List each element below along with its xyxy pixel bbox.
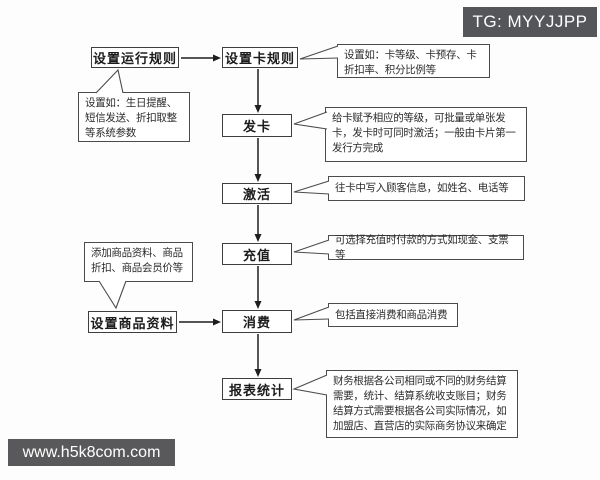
flow-node-issue-card: 发卡 [222, 114, 292, 137]
flow-node-set-run-rules: 设置运行规则 [91, 47, 179, 68]
telegram-watermark-badge: TG: MYYJJPP [463, 7, 597, 37]
flow-node-report-stats: 报表统计 [222, 378, 292, 400]
callout-pointer-product-data [98, 280, 127, 310]
callout-note-issue-card: 给卡赋予相应的等级，可批量或单张发卡，发卡时可同时激活；一般由卡片第一发行方完成 [325, 107, 527, 162]
callout-pointer-consume [293, 306, 330, 321]
callout-note-recharge: 可选择充值时付款的方式如现金、支票等 [328, 234, 524, 261]
callout-note-product-data: 添加商品资料、商品折扣、商品会员价等 [84, 242, 193, 282]
callout-pointer-activate [293, 180, 330, 195]
flow-node-set-card-rules: 设置卡规则 [222, 47, 298, 68]
callout-pointer-run-rules [95, 68, 124, 94]
callout-note-card-rules: 设置如：卡等级、卡预存、卡折扣率、积分比例等 [337, 44, 490, 78]
callout-note-consume: 包括直接消费和商品消费 [328, 303, 458, 327]
website-watermark-badge: www.h5k8com.com [8, 439, 175, 466]
callout-note-recharge-text: 可选择充值时付款的方式如现金、支票等 [335, 234, 509, 261]
flow-node-set-product-data: 设置商品资料 [88, 311, 177, 333]
callout-note-activate-text: 往卡中写入顾客信息，如姓名、电话等 [335, 183, 509, 194]
callout-pointer-report-stats [292, 374, 328, 396]
callout-pointer-issue-card [293, 111, 328, 130]
callout-pointer-recharge [293, 239, 330, 255]
callout-note-activate: 往卡中写入顾客信息，如姓名、电话等 [328, 176, 525, 201]
callout-pointer-card-rules [299, 45, 339, 60]
callout-note-run-rules: 设置如：生日提醒、短信发送、折扣取整等系统参数 [78, 92, 190, 142]
flow-node-recharge: 充值 [222, 243, 292, 265]
callout-note-report-stats: 财务根据各公司相同或不同的财务结算需要，统计、结算系统收支账目；财务结算方式需要… [326, 370, 518, 438]
callout-note-consume-text: 包括直接消费和商品消费 [335, 309, 448, 321]
flow-node-activate: 激活 [222, 183, 292, 204]
flow-node-consume: 消费 [222, 310, 292, 333]
